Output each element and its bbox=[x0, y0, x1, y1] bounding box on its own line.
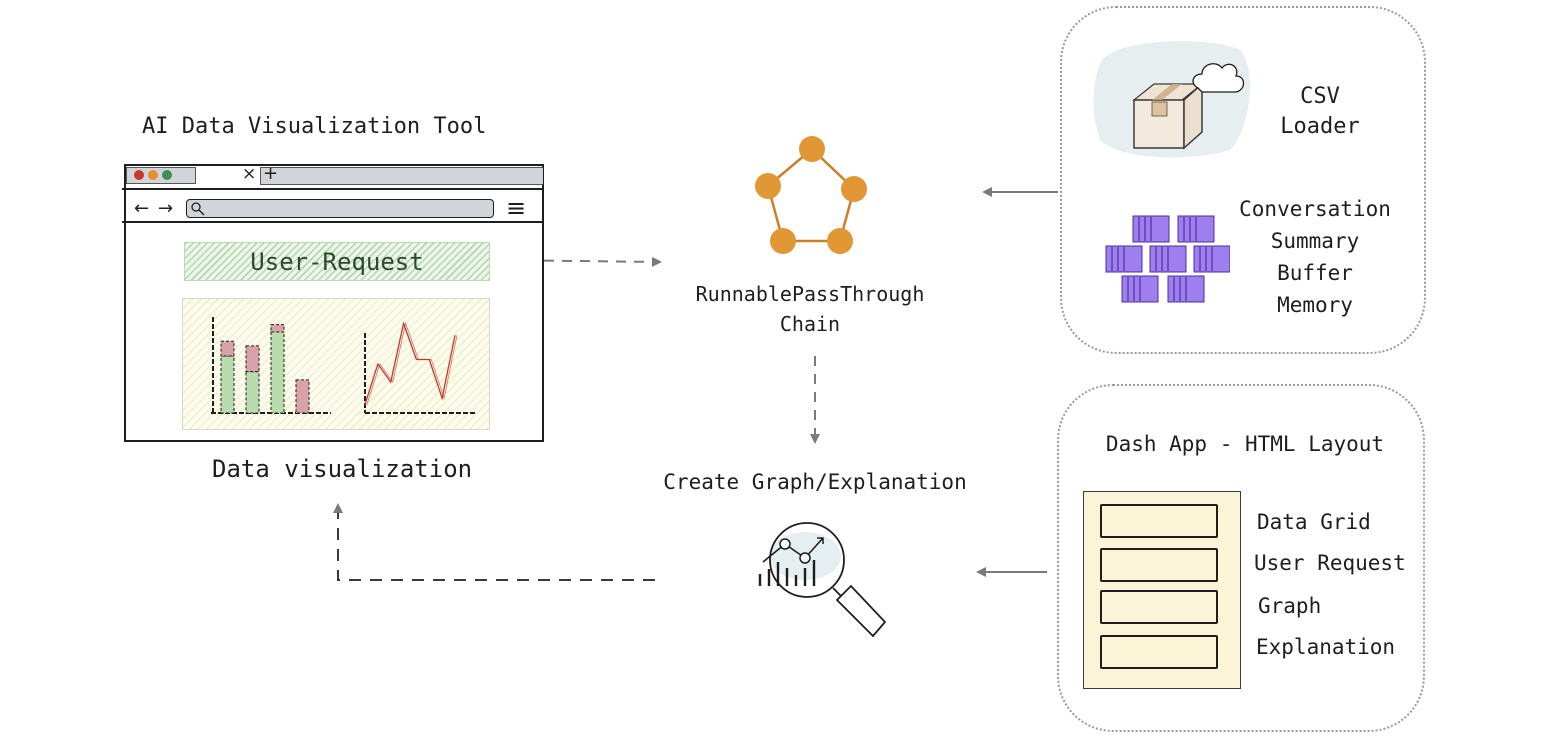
new-tab-icon[interactable]: + bbox=[263, 163, 279, 184]
memory-block bbox=[1177, 215, 1215, 243]
create-graph-label: Create Graph/Explanation bbox=[663, 470, 967, 494]
search-icon bbox=[191, 202, 205, 216]
back-arrow-icon[interactable]: ← bbox=[134, 198, 150, 219]
mini-bar-green bbox=[245, 371, 260, 414]
csv-label-line2: Loader bbox=[1280, 114, 1360, 139]
mini-bar-green bbox=[270, 331, 285, 414]
minimize-button-orange[interactable] bbox=[148, 170, 158, 180]
mini-bar-green bbox=[220, 355, 235, 414]
memory-block bbox=[1121, 275, 1159, 303]
browser-title: AI Data Visualization Tool bbox=[142, 114, 487, 139]
mini-bar-red bbox=[220, 340, 235, 357]
user-request-label: User-Request bbox=[250, 248, 424, 276]
layout-slot-user-request bbox=[1100, 548, 1218, 582]
chain-node bbox=[755, 173, 781, 199]
data-sources-group bbox=[1060, 6, 1426, 354]
dash-app-group bbox=[1057, 384, 1425, 732]
mini-line-series bbox=[364, 321, 456, 405]
mini-bar-red bbox=[270, 324, 285, 333]
dash-app-title: Dash App - HTML Layout bbox=[1105, 432, 1385, 456]
memory-block bbox=[1193, 245, 1230, 273]
memory-label-line: Memory bbox=[1277, 293, 1353, 317]
maximize-button-green[interactable] bbox=[162, 170, 172, 180]
dash-component-label: Graph bbox=[1258, 594, 1322, 618]
layout-slot-graph bbox=[1100, 590, 1218, 624]
inactive-tab-strip bbox=[260, 167, 543, 185]
chain-node bbox=[827, 228, 853, 254]
chain-node bbox=[841, 176, 867, 202]
mini-bar-chart bbox=[211, 317, 331, 414]
memory-label-line: Conversation bbox=[1239, 197, 1391, 221]
hamburger-menu-icon[interactable]: ≡ bbox=[506, 194, 527, 222]
charts-panel bbox=[182, 298, 490, 430]
magnifier-chart-icon bbox=[758, 522, 887, 638]
mini-line-chart bbox=[364, 321, 475, 414]
user-request-field[interactable]: User-Request bbox=[184, 242, 490, 281]
mini-bar-red bbox=[245, 345, 260, 373]
close-button-red[interactable] bbox=[134, 170, 144, 180]
dash-component-label: Explanation bbox=[1256, 635, 1396, 659]
close-tab-icon[interactable]: × bbox=[242, 164, 257, 184]
active-tab[interactable] bbox=[196, 166, 260, 184]
csv-loader-box-icon bbox=[1093, 41, 1251, 158]
chain-pentagon-icon bbox=[755, 136, 867, 254]
mini-bar-red bbox=[295, 379, 310, 414]
mini-line-series-shadow bbox=[366, 322, 458, 405]
dash-layout-panel bbox=[1083, 491, 1241, 689]
dash-component-label: Data Grid bbox=[1257, 510, 1371, 534]
memory-block bbox=[1105, 245, 1143, 273]
traffic-lights-tab bbox=[126, 167, 196, 184]
memory-label-line: Summary bbox=[1270, 229, 1360, 253]
chain-node bbox=[799, 136, 825, 162]
layout-slot-explanation bbox=[1100, 635, 1218, 669]
chain-label-line1: RunnablePassThrough bbox=[695, 282, 925, 306]
forward-arrow-icon[interactable]: → bbox=[158, 198, 174, 219]
chain-node bbox=[770, 228, 796, 254]
address-bar[interactable] bbox=[186, 199, 494, 218]
chain-label-line2: Chain bbox=[779, 312, 841, 336]
dash-component-label: User Request bbox=[1254, 551, 1406, 575]
arrow-graph-to-visualization bbox=[333, 503, 655, 581]
memory-block bbox=[1149, 245, 1187, 273]
browser-tab-bar: × + bbox=[126, 163, 543, 185]
browser-window: × + ← → ≡ User-Request bbox=[122, 163, 544, 442]
memory-blocks-icon bbox=[1105, 215, 1230, 303]
browser-caption: Data visualization bbox=[212, 455, 473, 483]
memory-block bbox=[1132, 215, 1170, 243]
memory-label-line: Buffer bbox=[1277, 261, 1353, 285]
csv-label-line1: CSV bbox=[1300, 84, 1340, 109]
memory-block bbox=[1167, 275, 1205, 303]
layout-slot-data-grid bbox=[1100, 504, 1218, 538]
